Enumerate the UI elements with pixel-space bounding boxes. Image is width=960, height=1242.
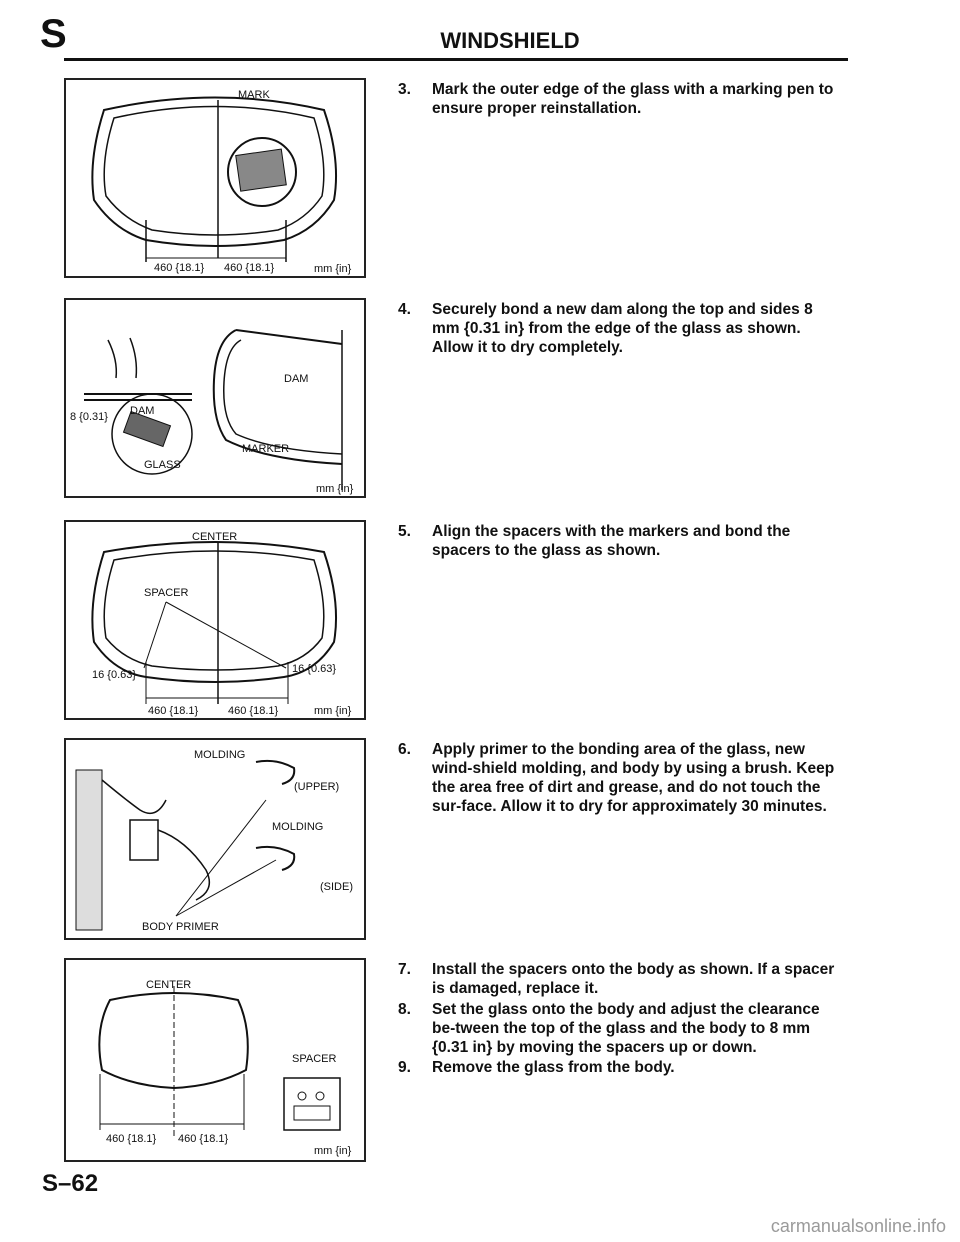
- label-unit: mm {in}: [314, 263, 352, 275]
- step-5: 5. Align the spacers with the markers an…: [398, 522, 842, 560]
- figure-spacers-glass: CENTER SPACER 16 {0.63} 16 {0.63} 460 {1…: [64, 520, 366, 720]
- page-title: WINDSHIELD: [440, 28, 580, 53]
- label-center: CENTER: [146, 979, 191, 991]
- figure-bond-dam: 8 {0.31} DAM GLASS DAM MARKER mm {in}: [64, 298, 366, 498]
- step-4-number: 4.: [398, 301, 411, 318]
- label-spacer: SPACER: [144, 587, 188, 599]
- step-5-number: 5.: [398, 523, 411, 540]
- label-dim-right: 460 {18.1}: [178, 1133, 228, 1145]
- section-letter: S: [40, 12, 67, 56]
- step-8-number: 8.: [398, 1001, 411, 1018]
- label-glass: GLASS: [144, 459, 181, 471]
- label-mark: MARK: [238, 89, 270, 101]
- step-7-number: 7.: [398, 961, 411, 978]
- label-unit: mm {in}: [314, 705, 352, 717]
- label-dim-right: 460 {18.1}: [224, 262, 274, 274]
- figure-spacers-glass-drawing: CENTER SPACER 16 {0.63} 16 {0.63} 460 {1…: [91, 531, 352, 717]
- figure-mark-glass: MARK 460 {18.1} 460 {18.1} mm {in}: [64, 78, 366, 278]
- step-7-text: Install the spacers onto the body as sho…: [432, 961, 835, 997]
- figure-apply-primer-drawing: MOLDING (UPPER) MOLDING (SIDE) BODY PRIM…: [75, 749, 353, 933]
- label-dim-left: 460 {18.1}: [154, 262, 204, 274]
- step-4: 4. Securely bond a new dam along the top…: [398, 300, 842, 357]
- step-3-number: 3.: [398, 81, 411, 98]
- step-6: 6. Apply primer to the bonding area of t…: [398, 740, 842, 816]
- label-molding-mid: MOLDING: [272, 821, 323, 833]
- step-6-number: 6.: [398, 741, 411, 758]
- watermark[interactable]: carmanualsonline.info: [770, 1216, 946, 1236]
- step-5-text: Align the spacers with the markers and b…: [432, 523, 791, 559]
- label-unit: mm {in}: [316, 483, 354, 495]
- label-dim: 8 {0.31}: [70, 411, 108, 423]
- step-8: 8. Set the glass onto the body and adjus…: [398, 1000, 842, 1057]
- label-dim-left: 460 {18.1}: [106, 1133, 156, 1145]
- step-9: 9. Remove the glass from the body.: [398, 1058, 842, 1077]
- label-body-primer: BODY PRIMER: [142, 921, 219, 933]
- label-spacer: SPACER: [292, 1053, 336, 1065]
- label-dim-right: 460 {18.1}: [228, 705, 278, 717]
- label-dam-right: DAM: [284, 373, 308, 385]
- step-6-text: Apply primer to the bonding area of the …: [432, 741, 835, 815]
- header-rule: [64, 58, 848, 61]
- figure-mark-glass-drawing: MARK 460 {18.1} 460 {18.1} mm {in}: [91, 89, 352, 275]
- figure-spacers-body-drawing: CENTER SPACER 460 {18.1} 460 {18.1} mm {…: [98, 979, 352, 1157]
- label-dim-left-small: 16 {0.63}: [92, 669, 136, 681]
- step-3-text: Mark the outer edge of the glass with a …: [432, 81, 834, 117]
- figure-spacers-body: CENTER SPACER 460 {18.1} 460 {18.1} mm {…: [64, 958, 366, 1162]
- step-8-text: Set the glass onto the body and adjust t…: [432, 1001, 820, 1056]
- step-4-text: Securely bond a new dam along the top an…: [432, 301, 813, 356]
- step-9-number: 9.: [398, 1059, 411, 1076]
- label-side: (SIDE): [320, 881, 353, 893]
- label-dim-right-small: 16 {0.63}: [292, 663, 336, 675]
- figure-apply-primer: MOLDING (UPPER) MOLDING (SIDE) BODY PRIM…: [64, 738, 366, 940]
- label-molding-top: MOLDING: [194, 749, 245, 761]
- figure-bond-dam-drawing: 8 {0.31} DAM GLASS DAM MARKER mm {in}: [70, 329, 354, 495]
- page-number: S–62: [42, 1170, 99, 1197]
- step-9-text: Remove the glass from the body.: [432, 1059, 675, 1076]
- step-3: 3. Mark the outer edge of the glass with…: [398, 80, 842, 118]
- label-center: CENTER: [192, 531, 237, 543]
- label-dam-left: DAM: [130, 405, 154, 417]
- label-upper: (UPPER): [294, 781, 339, 793]
- label-marker: MARKER: [242, 443, 289, 455]
- step-7: 7. Install the spacers onto the body as …: [398, 960, 842, 998]
- label-unit: mm {in}: [314, 1145, 352, 1157]
- label-dim-left: 460 {18.1}: [148, 705, 198, 717]
